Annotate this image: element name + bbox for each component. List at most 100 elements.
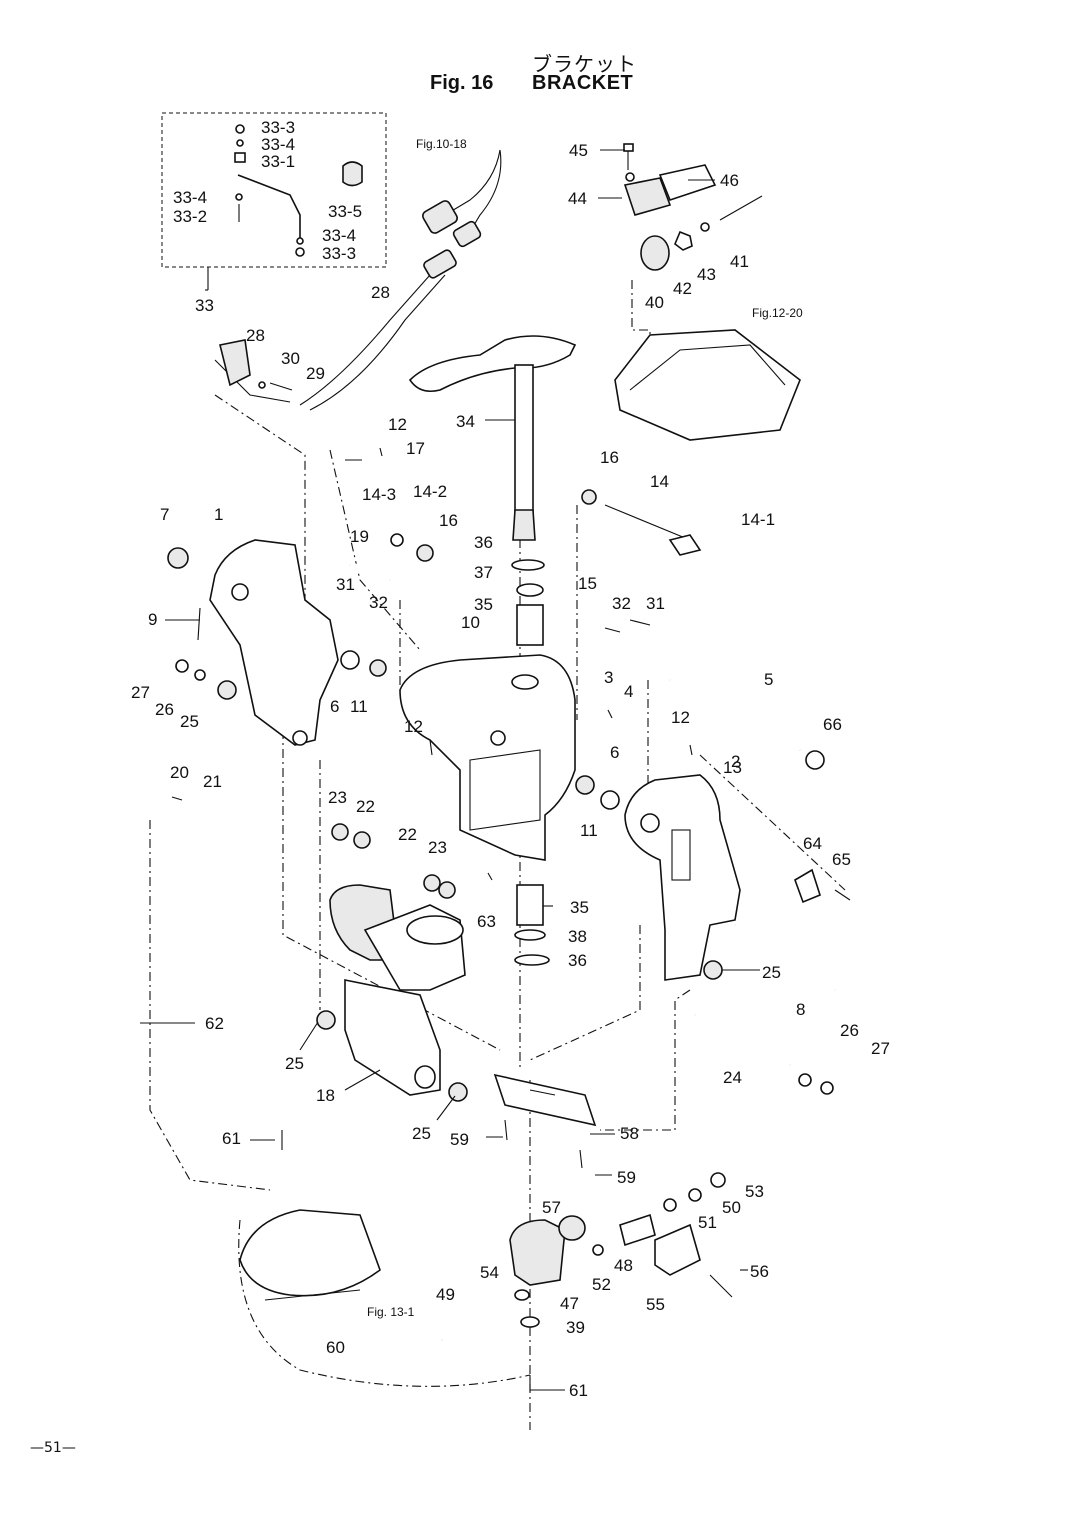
part-label: 14-1 <box>741 510 775 529</box>
part-label: 33-3 <box>261 118 295 137</box>
part-label: 65 <box>832 850 851 869</box>
part-label: 32 <box>612 594 631 613</box>
part-label: 9 <box>148 610 157 629</box>
part-label: 36 <box>474 533 493 552</box>
part-label: 37 <box>474 563 493 582</box>
part-label: 25 <box>762 963 781 982</box>
part-label: 58 <box>620 1124 639 1143</box>
part-label: 14-2 <box>413 482 447 501</box>
part-label: 33-4 <box>322 226 356 245</box>
part-label: 59 <box>617 1168 636 1187</box>
part-label: 42 <box>673 279 692 298</box>
part-label: 33-4 <box>173 188 207 207</box>
part-label: 25 <box>285 1054 304 1073</box>
part-label: 52 <box>592 1275 611 1294</box>
part-label: 10 <box>461 613 480 632</box>
figure-title: BRACKET <box>532 72 634 94</box>
steering-shaft-34 <box>408 335 577 541</box>
part-label: 20 <box>170 763 189 782</box>
part-label: 1 <box>214 505 223 524</box>
part-label: 18 <box>316 1086 335 1105</box>
part-label: 56 <box>750 1262 769 1281</box>
part-label: 12 <box>671 708 690 727</box>
part-label: 21 <box>203 772 222 791</box>
part-label: 33-4 <box>261 135 295 154</box>
part-label: 39 <box>566 1318 585 1337</box>
part-label: 19 <box>350 527 369 546</box>
part-label: 53 <box>745 1182 764 1201</box>
part-label: 6 <box>330 697 339 716</box>
part-label: 44 <box>568 189 587 208</box>
part-label: 63 <box>477 912 496 931</box>
part-label: 12 <box>388 415 407 434</box>
part-label: 33-5 <box>328 202 362 221</box>
part-label: 61 <box>569 1381 588 1400</box>
figure-number: Fig. 16 <box>430 72 494 94</box>
part-label: 6 <box>610 743 619 762</box>
part-label: 29 <box>306 364 325 383</box>
part-label: 36 <box>568 951 587 970</box>
part-label: 4 <box>624 682 633 701</box>
power-trim-tilt-18 <box>329 884 466 1096</box>
part-label: 27 <box>131 683 150 702</box>
part-label: 5 <box>764 670 773 689</box>
part-label: 57 <box>542 1198 561 1217</box>
bolts-and-screws <box>171 447 851 1392</box>
part-label: 13 <box>723 758 742 777</box>
bushings-and-washers <box>167 489 834 1102</box>
page-number: —51— <box>30 1440 76 1456</box>
label-leaders <box>140 149 760 1391</box>
part-label: 26 <box>155 700 174 719</box>
swivel-bracket-10 <box>399 654 576 861</box>
part-label: 51 <box>698 1213 717 1232</box>
cross-reference-fig-10-18: Fig.10-18 <box>416 137 467 151</box>
part-label: 49 <box>436 1285 455 1304</box>
part-label: 33 <box>195 296 214 315</box>
cross-reference-fig-13-1: Fig. 13-1 <box>367 1305 415 1319</box>
part-label: 33-2 <box>173 207 207 226</box>
part-label: 33-3 <box>322 244 356 263</box>
part-label: 38 <box>568 927 587 946</box>
part-label: 8 <box>796 1000 805 1019</box>
part-label: 47 <box>560 1294 579 1313</box>
part-label: 60 <box>326 1338 345 1357</box>
part-label: 23 <box>428 838 447 857</box>
part-label: 22 <box>356 797 375 816</box>
part-label: 17 <box>406 439 425 458</box>
part-label: 28 <box>371 283 390 302</box>
part-label: 55 <box>646 1295 665 1314</box>
part-label: 16 <box>600 448 619 467</box>
part-label: 64 <box>803 834 822 853</box>
part-label: 35 <box>474 595 493 614</box>
part-label: 59 <box>450 1130 469 1149</box>
wire-harness <box>214 149 502 411</box>
lower-steering-parts <box>239 1073 733 1342</box>
part-label: 34 <box>456 412 475 431</box>
part-label: 2 <box>731 752 740 771</box>
assembly-center-lines <box>149 280 846 1430</box>
part-label: 30 <box>281 349 300 368</box>
cross-reference-fig-12-20: Fig.12-20 <box>752 306 803 320</box>
clamp-bracket-2 <box>624 774 741 981</box>
part-label: 48 <box>614 1256 633 1275</box>
part-label: 14 <box>650 472 669 491</box>
part-label: 11 <box>580 821 598 840</box>
part-label: 22 <box>398 825 417 844</box>
shafts-and-pins <box>348 504 837 1068</box>
part-label: 40 <box>645 293 664 312</box>
part-label: 25 <box>180 712 199 731</box>
part-label: 66 <box>823 715 842 734</box>
part-label: 32 <box>369 593 388 612</box>
part-label: 14-3 <box>362 485 396 504</box>
clamp-bracket-1 <box>197 539 339 746</box>
upper-mount-parts <box>614 143 801 441</box>
part-label: 50 <box>722 1198 741 1217</box>
part-label: 35 <box>570 898 589 917</box>
part-label: 54 <box>480 1263 499 1282</box>
part-label: 7 <box>160 505 169 524</box>
part-number-labels: 1 2 3 4 5 6 6 7 8 9 10 11 11 12 12 12 13… <box>131 118 890 1400</box>
part-label: 15 <box>578 574 597 593</box>
part-label: 24 <box>723 1068 742 1087</box>
part-label: 12 <box>404 717 423 736</box>
